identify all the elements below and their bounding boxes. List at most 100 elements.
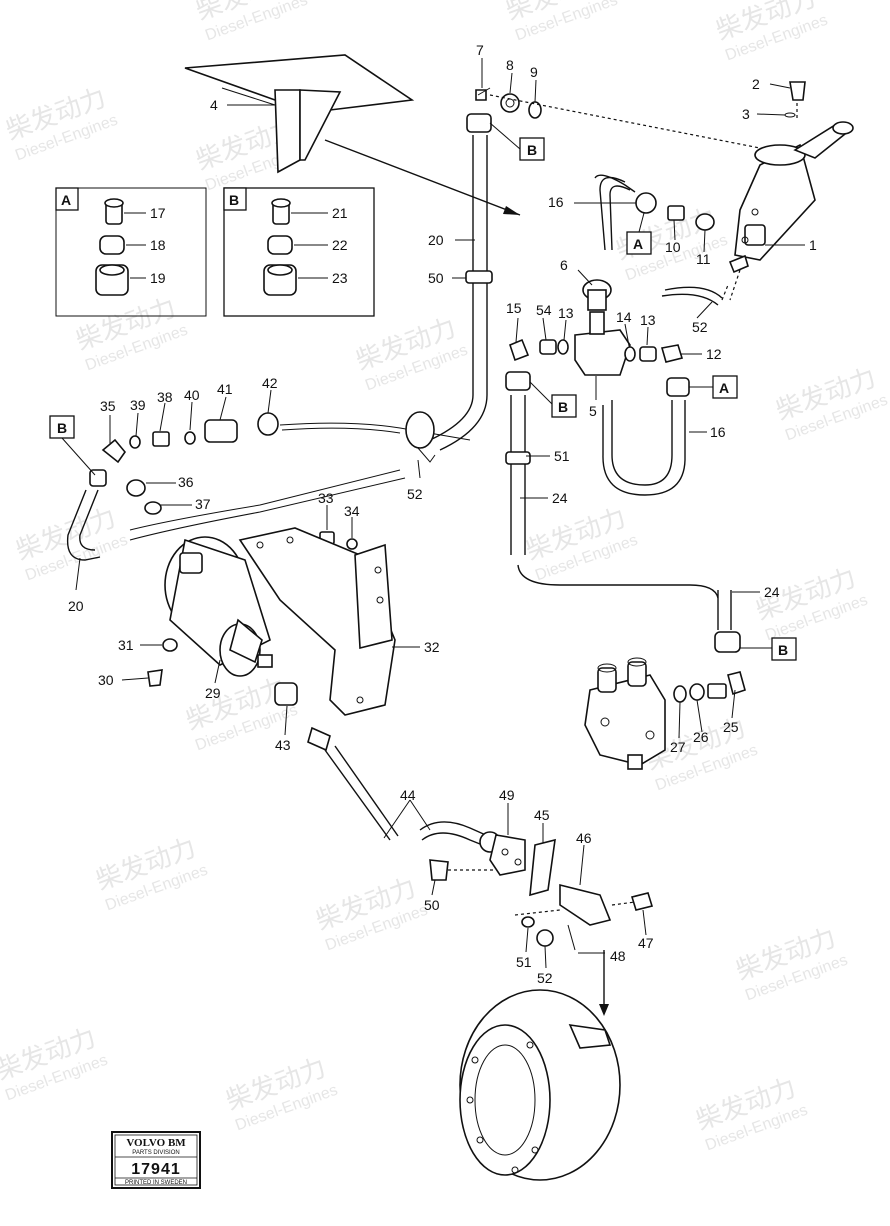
callout-31: 32 xyxy=(424,639,440,655)
callout-6: 6 xyxy=(560,257,568,273)
elbow-15 xyxy=(509,338,530,362)
washer-39 xyxy=(184,431,196,445)
brake-drum xyxy=(459,989,621,1181)
callout-41: 42 xyxy=(262,375,278,391)
callout-16-upper: 16 xyxy=(548,194,564,210)
callout-33: 34 xyxy=(344,503,360,519)
callout-39: 40 xyxy=(184,387,200,403)
callout-16-lower: 16 xyxy=(710,424,726,440)
callout-32: 33 xyxy=(318,490,334,506)
connector-42 xyxy=(307,726,331,752)
pipe-20-lower xyxy=(129,469,401,531)
callout-5: 5 xyxy=(589,403,597,419)
ref-tag-a-upper: A xyxy=(626,212,652,255)
callout-47: 48 xyxy=(610,948,626,964)
bracket-44 xyxy=(529,838,556,897)
callout-36: 37 xyxy=(195,496,211,512)
callout-49: 50 xyxy=(424,897,440,913)
ref-tag-a-lower: A xyxy=(689,375,738,399)
callout-13-right: 13 xyxy=(640,312,656,328)
callout-53: 52 xyxy=(407,486,423,502)
nut-a-upper xyxy=(635,192,657,214)
washer-30 xyxy=(162,638,178,652)
callout-27: 27 xyxy=(670,739,686,755)
washer-11 xyxy=(695,213,715,231)
connector-41 xyxy=(257,412,279,436)
svg-text:B: B xyxy=(558,399,568,415)
callout-18: 18 xyxy=(150,237,166,253)
callout-50: 51 xyxy=(516,954,532,970)
inset-b-letter: B xyxy=(229,192,239,208)
nut-42 xyxy=(274,682,298,706)
callout-14-right: 14 xyxy=(616,309,632,325)
washer-33 xyxy=(346,538,358,550)
callout-37: 38 xyxy=(157,389,173,405)
callout-4: 4 xyxy=(210,97,218,113)
svg-text:B: B xyxy=(527,142,537,158)
nut-13-left xyxy=(539,339,557,355)
callout-48: 49 xyxy=(499,787,515,803)
ref-tag-b-left: B xyxy=(49,415,96,476)
svg-text:A: A xyxy=(719,380,729,396)
stamp-division: PARTS DIVISION xyxy=(132,1150,179,1156)
callout-9: 9 xyxy=(530,64,538,80)
nut-b-mid xyxy=(505,371,531,391)
bolt-29 xyxy=(147,669,163,687)
hand-brake-valve xyxy=(728,121,854,301)
callout-30: 31 xyxy=(118,637,134,653)
elbow-34 xyxy=(101,438,127,464)
callout-42: 43 xyxy=(275,737,291,753)
callout-13-left: 54 xyxy=(536,302,552,318)
callout-19: 19 xyxy=(150,270,166,286)
callout-46: 47 xyxy=(638,935,654,951)
flange-48 xyxy=(489,834,526,876)
pin-46 xyxy=(630,892,654,911)
stamp-brand: VOLVO BM xyxy=(126,1137,186,1149)
svg-text:B: B xyxy=(778,642,788,658)
cable-41 xyxy=(279,422,471,441)
nipple-26 xyxy=(707,683,727,699)
callout-29: 30 xyxy=(98,672,114,688)
washer-50 xyxy=(521,916,535,928)
washer-26 xyxy=(673,685,687,703)
callout-54: 52 xyxy=(692,319,708,335)
callout-2: 2 xyxy=(752,76,760,92)
sensor-40 xyxy=(204,419,238,443)
callout-21: 21 xyxy=(332,205,348,221)
washer-27 xyxy=(689,683,705,701)
callout-43: 44 xyxy=(400,787,416,803)
bolt-49 xyxy=(429,859,449,881)
brake-cylinder xyxy=(164,536,273,677)
nipple-37 xyxy=(152,431,170,447)
floor-plate-bracket xyxy=(184,54,415,174)
callout-28: 29 xyxy=(205,685,221,701)
callout-23: 23 xyxy=(332,270,348,286)
washer-36 xyxy=(144,501,162,515)
callout-25: 25 xyxy=(723,719,739,735)
stamp-number: 17941 xyxy=(131,1161,181,1178)
callout-24-middle: 24 xyxy=(552,490,568,506)
callout-12: 12 xyxy=(706,346,722,362)
callout-17: 17 xyxy=(150,205,166,221)
callout-51: 52 xyxy=(537,970,553,986)
callout-numbers: 4 7 8 9 2 3 16 10 11 1 20 50 6 15 54 13 … xyxy=(68,42,817,986)
callout-10: 10 xyxy=(665,239,681,255)
callout-8: 8 xyxy=(506,57,514,73)
callout-7: 7 xyxy=(476,42,484,58)
clamp-52-lower xyxy=(505,451,531,465)
callout-52-upper: 50 xyxy=(428,270,444,286)
callout-22: 22 xyxy=(332,237,348,253)
callout-26: 26 xyxy=(693,729,709,745)
ref-tag-b-middle: B xyxy=(529,381,577,418)
clip-53 xyxy=(405,411,435,449)
cotter-47 xyxy=(567,924,576,951)
callout-52-lower: 51 xyxy=(554,448,570,464)
volvo-bm-stamp: VOLVO BM PARTS DIVISION 17941 PRINTED IN… xyxy=(111,1131,201,1189)
callout-40: 41 xyxy=(217,381,233,397)
ref-tag-b-top: B xyxy=(489,122,545,161)
arrow-head-icon xyxy=(503,206,520,215)
callout-20-lower: 20 xyxy=(68,598,84,614)
nut-51 xyxy=(536,929,554,947)
fitting-10 xyxy=(667,205,685,221)
